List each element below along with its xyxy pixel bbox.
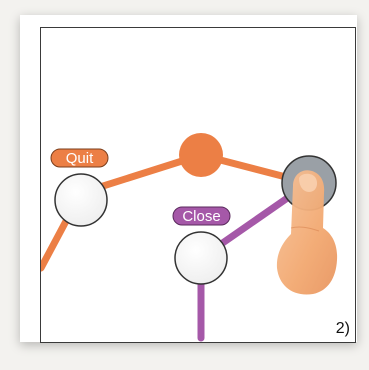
marking-menu-diagram: Quit Close 2) — [41, 28, 356, 343]
quit-menu-node[interactable] — [55, 174, 107, 226]
orange-center-node — [179, 133, 223, 177]
step-label: 2) — [336, 320, 350, 337]
quit-label: Quit — [66, 150, 94, 167]
close-label: Close — [182, 208, 220, 225]
marking-menu-canvas: Quit Close 2) — [40, 27, 356, 343]
close-label-pill: Close — [173, 207, 230, 225]
quit-label-pill: Quit — [51, 149, 108, 167]
close-menu-node[interactable] — [175, 232, 227, 284]
